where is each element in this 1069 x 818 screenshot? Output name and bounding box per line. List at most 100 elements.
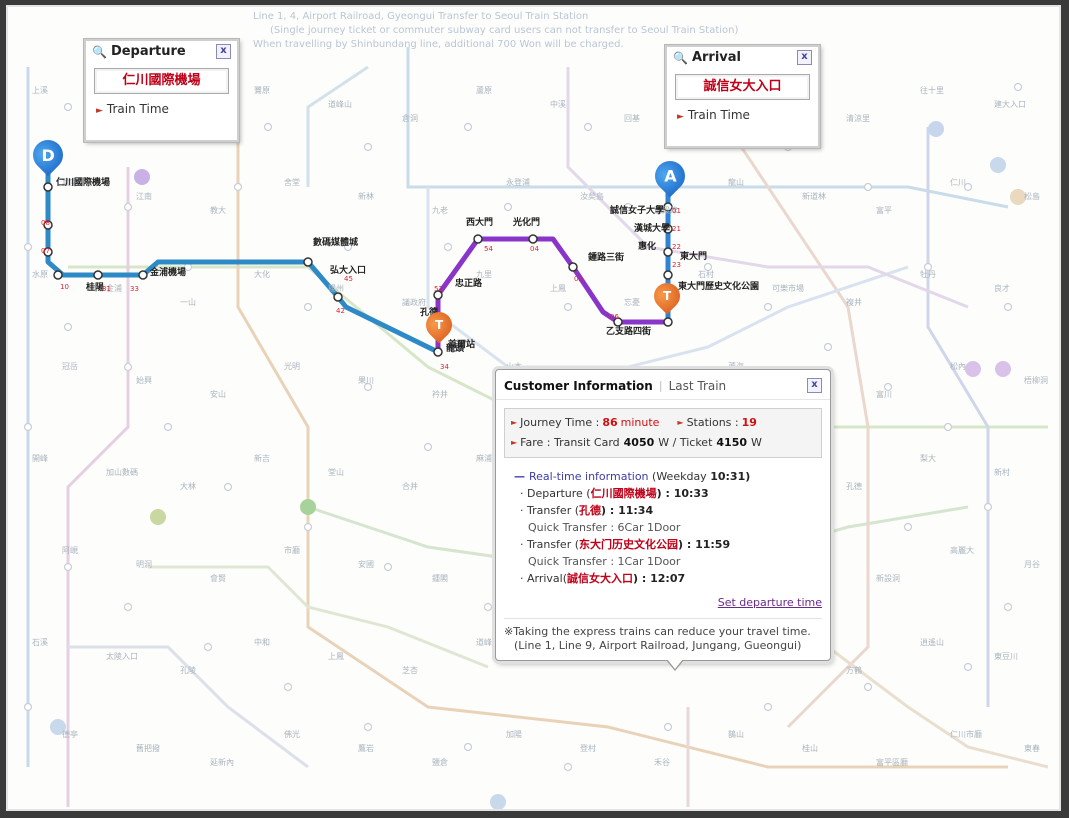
map-station-label[interactable]: 松內 [950,362,966,371]
close-icon[interactable]: x [797,50,812,65]
map-station-label[interactable]: 高麗大 [950,546,974,555]
map-station-label[interactable]: 舍堂 [284,178,300,187]
route-station-label[interactable]: 光化門 [513,218,541,228]
map-station-label[interactable]: 石村 [698,270,714,279]
map-station-label[interactable]: 富平區廳 [876,758,908,767]
route-station-label[interactable]: 惠化 [638,242,657,252]
map-station-label[interactable]: 一山 [180,298,196,307]
route-station-label[interactable]: 忠正路 [455,279,483,289]
route-station-label[interactable]: 漢城大學 [634,224,671,234]
map-station-label[interactable]: 登村 [580,744,596,753]
map-station-label[interactable]: 衿井 [432,390,448,399]
map-station-label[interactable]: 新吉 [254,454,270,463]
map-station-label[interactable]: 孔陵 [180,666,196,675]
map-station-label[interactable]: 阿峴 [62,546,78,555]
route-station-label[interactable]: 鍾路三街 [588,253,625,263]
map-station-label[interactable]: 九里 [476,270,492,279]
map-station-label[interactable]: 議政府 [402,298,426,307]
arrival-train-time-link[interactable]: ►Train Time [677,108,750,122]
map-station-label[interactable]: 可樂市場 [772,284,804,293]
set-departure-time-link[interactable]: Set departure time [717,596,822,609]
route-station-label[interactable]: 東大門 [680,252,708,262]
route-station-label[interactable]: 西大門 [466,218,494,228]
map-station-label[interactable]: 始興 [136,376,152,385]
arrival-station-field[interactable]: 誠信女大入口 [675,74,810,100]
map-station-label[interactable]: 永登浦 [506,178,530,187]
map-station-label[interactable]: 鷹岩 [358,744,374,753]
map-station-label[interactable]: 麻浦 [476,454,492,463]
map-station-label[interactable]: 牡丹 [920,270,936,279]
map-station-label[interactable]: 芝杏 [402,666,418,675]
map-station-label[interactable]: 開峰 [32,454,48,463]
map-station-label[interactable]: 冠岳 [62,362,78,371]
close-icon[interactable]: x [807,378,822,393]
route-station-label[interactable]: 乙支路四街 [606,327,652,337]
map-station-label[interactable]: 堂山 [328,468,344,477]
map-station-label[interactable]: 鷺梁津 [654,206,678,215]
map-station-label[interactable]: 新村 [994,468,1010,477]
map-station-label[interactable]: 九老 [432,206,448,215]
map-station-label[interactable]: 加陽 [506,730,522,739]
map-station-label[interactable]: 鵲山 [728,730,744,739]
map-station-label[interactable]: 倉洞 [402,114,418,123]
route-station-label[interactable]: 首爾站 [448,340,476,350]
map-station-label[interactable]: 新道林 [802,192,826,201]
departure-station-field[interactable]: 仁川國際機場 [94,68,229,94]
tab-last-train[interactable]: Last Train [668,378,727,393]
map-station-label[interactable]: 佛光 [284,730,300,739]
map-station-label[interactable]: 忘憂 [624,298,640,307]
map-station-label[interactable]: 明洞 [136,560,152,569]
map-station-label[interactable]: 光明 [284,362,300,371]
map-station-label[interactable]: 道峰山 [328,100,352,109]
map-station-label[interactable]: 上鳳 [550,284,566,293]
map-station-label[interactable]: 良才 [994,284,1010,293]
map-station-label[interactable]: 中和 [254,638,270,647]
map-station-label[interactable]: 道峰 [476,638,492,647]
map-station-label[interactable]: 教大 [210,206,226,215]
map-station-label[interactable]: 新林 [358,192,374,201]
map-station-label[interactable]: 逍遙山 [920,638,944,647]
route-station-label[interactable]: 弘大入口 [330,266,367,276]
map-station-label[interactable]: 合井 [402,482,418,491]
map-station-label[interactable]: 上溪 [32,86,48,95]
route-station-label[interactable]: 金浦機場 [150,268,187,278]
map-station-label[interactable]: 楊州 [328,284,344,293]
route-station-label[interactable]: 仁川國際機場 [56,178,111,188]
subway-map[interactable] [8,7,1061,811]
map-station-label[interactable]: 梧柳洞 [1024,376,1048,385]
map-station-label[interactable]: 往十里 [920,86,944,95]
map-station-label[interactable]: 會賢 [210,574,226,583]
map-station-label[interactable]: 東春 [1024,744,1040,753]
route-station-label[interactable]: 誠信女子大學 [610,206,665,216]
map-station-label[interactable]: 德亭 [62,730,78,739]
map-station-label[interactable]: 蘆海 [728,362,744,371]
map-station-label[interactable]: 東豆川 [994,652,1018,661]
map-station-label[interactable]: 回基 [624,114,640,123]
map-station-label[interactable]: 江南 [136,192,152,201]
map-station-label[interactable]: 汝矣島 [580,192,604,201]
map-station-label[interactable]: 大化 [254,270,270,279]
departure-train-time-link[interactable]: ►Train Time [96,102,169,116]
map-station-label[interactable]: 松島 [1024,192,1040,201]
map-station-label[interactable]: 複井 [846,298,862,307]
map-station-label[interactable]: 山本 [506,362,522,371]
route-station-label[interactable]: 東大門歷史文化公園 [678,282,760,292]
map-station-label[interactable]: 安山 [210,390,226,399]
close-icon[interactable]: x [216,44,231,59]
map-station-label[interactable]: 梨大 [920,454,936,463]
map-station-label[interactable]: 石溪 [32,638,48,647]
map-station-label[interactable]: 建大入口 [994,100,1026,109]
map-station-label[interactable]: 鍾閣 [432,574,448,583]
map-station-label[interactable]: 方鶴 [846,666,862,675]
map-station-label[interactable]: 仁川 [950,178,966,187]
map-station-label[interactable]: 鹽倉 [432,758,448,767]
map-station-label[interactable]: 舊把撥 [136,744,160,753]
map-station-label[interactable]: 水原 [32,270,48,279]
map-station-label[interactable]: 中溪 [550,100,566,109]
map-station-label[interactable]: 金浦 [106,284,122,293]
map-station-label[interactable]: 富平 [876,206,892,215]
route-station-label[interactable]: 數碼媒體城 [313,238,359,248]
map-station-label[interactable]: 市廳 [284,546,300,555]
map-station-label[interactable]: 蘆原 [476,86,492,95]
map-station-label[interactable]: 龍山 [728,178,744,187]
